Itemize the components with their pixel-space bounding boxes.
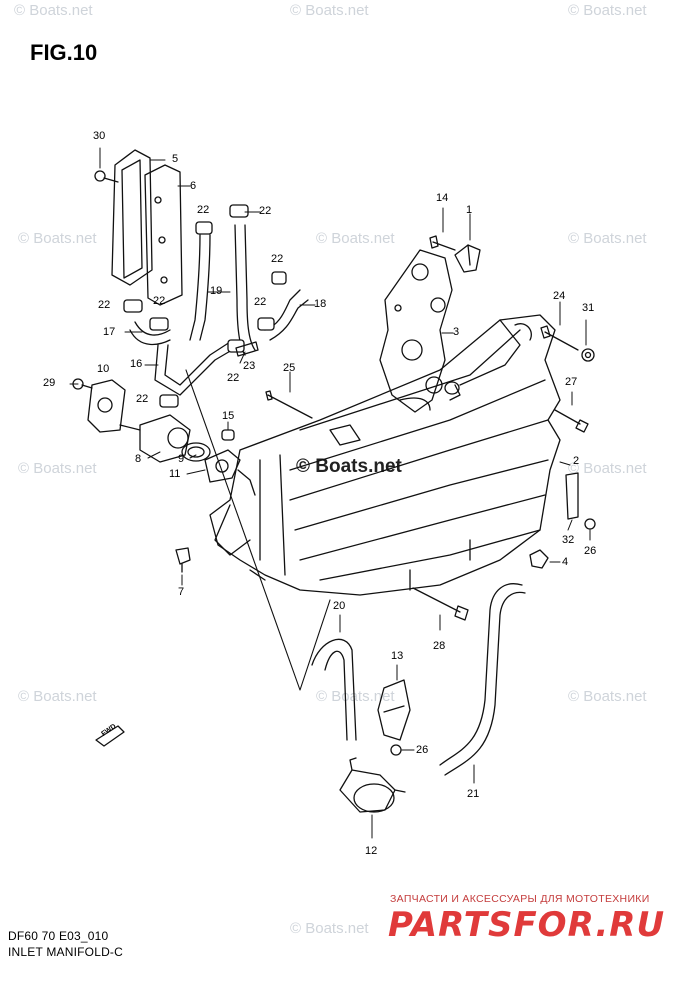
callout-22: 22: [98, 299, 111, 311]
callout-22: 22: [271, 253, 284, 265]
screw: [94, 170, 119, 183]
diagram-model-code: DF60 70 E03_010: [8, 929, 109, 943]
callout-9: 9: [178, 453, 185, 465]
hose-joint: [235, 341, 259, 357]
long-bolt: [540, 325, 595, 362]
forward-direction-badge: [95, 725, 125, 747]
watermark: © Boats.net: [290, 920, 369, 937]
cover-gasket: [144, 164, 183, 306]
callout-14: 14: [436, 192, 449, 204]
callout-24: 24: [553, 290, 566, 302]
screw: [390, 744, 402, 756]
watermark: © Boats.net: [18, 230, 97, 247]
hose-clips: [123, 204, 287, 408]
bracket: [565, 472, 596, 530]
callout-32: 32: [562, 534, 575, 546]
callout-13: 13: [391, 650, 404, 662]
callout-16: 16: [130, 358, 143, 370]
fuel-hose: [311, 638, 357, 741]
breather-cover: [111, 149, 153, 286]
callout-2: 2: [573, 455, 580, 467]
sensor: [119, 414, 191, 463]
bolt: [429, 235, 456, 251]
callout-5: 5: [172, 153, 179, 165]
watermark: © Boats.net: [316, 230, 395, 247]
diagram-name: INLET MANIFOLD-C: [8, 945, 123, 959]
callout-20: 20: [333, 600, 346, 612]
callout-31: 31: [582, 302, 595, 314]
watermark: © Boats.net: [316, 688, 395, 705]
figure-title: FIG.10: [30, 40, 98, 65]
inlet-manifold-body: [209, 314, 561, 596]
watermark: © Boats.net: [568, 460, 647, 477]
sensor-bracket: [72, 378, 126, 433]
callout-4: 4: [562, 556, 569, 568]
callout-22: 22: [227, 372, 240, 384]
callout-28: 28: [433, 640, 446, 652]
long-hose: [439, 583, 526, 776]
fuel-filter: [339, 757, 406, 813]
callout-12: 12: [365, 845, 378, 857]
callout-25: 25: [283, 362, 296, 374]
callout-8: 8: [135, 453, 142, 465]
callout-22: 22: [197, 204, 210, 216]
promo-tagline: ЗАПЧАСТИ И АКСЕССУАРЫ ДЛЯ МОТОТЕХНИКИ: [390, 893, 650, 905]
watermark: © Boats.net: [14, 2, 93, 19]
watermark: © Boats.net: [18, 460, 97, 477]
callout-22: 22: [254, 296, 267, 308]
watermark: © Boats.net: [18, 688, 97, 705]
bolt: [412, 587, 469, 621]
callout-3: 3: [453, 326, 460, 338]
callout-26: 26: [416, 744, 429, 756]
callout-6: 6: [190, 180, 197, 192]
callout-22: 22: [259, 205, 272, 217]
callout-15: 15: [222, 410, 235, 422]
callout-23: 23: [243, 360, 256, 372]
bolt: [554, 409, 589, 433]
callout-19: 19: [210, 285, 223, 297]
callout-30: 30: [93, 130, 106, 142]
callout-17: 17: [103, 326, 116, 338]
callout-22: 22: [153, 295, 166, 307]
callout-leaders: [69, 147, 591, 839]
cap: [529, 549, 549, 569]
watermark: © Boats.net: [568, 230, 647, 247]
watermark: © Boats.net: [290, 2, 369, 19]
callout-1: 1: [466, 204, 473, 216]
callout-21: 21: [467, 788, 480, 800]
clip: [377, 679, 411, 741]
callout-26: 26: [584, 545, 597, 557]
callout-7: 7: [178, 586, 185, 598]
small-plug: [221, 429, 235, 441]
callout-29: 29: [43, 377, 56, 389]
center-watermark: © Boats.net: [296, 456, 402, 477]
manifold-gasket: [379, 249, 453, 413]
callout-11: 11: [169, 468, 181, 480]
leader-line: [185, 369, 331, 691]
promo-logo: PARTSFOR.RU: [388, 905, 666, 945]
callout-10: 10: [97, 363, 110, 375]
callout-22: 22: [136, 393, 149, 405]
stud-bolt: [265, 390, 313, 419]
clamp: [454, 244, 481, 273]
watermark: © Boats.net: [568, 2, 647, 19]
watermark: © Boats.net: [568, 688, 647, 705]
grommet: [175, 547, 191, 573]
callout-18: 18: [314, 298, 327, 310]
callout-27: 27: [565, 376, 578, 388]
hoses: [129, 224, 309, 396]
gasket-ring: [181, 442, 211, 462]
